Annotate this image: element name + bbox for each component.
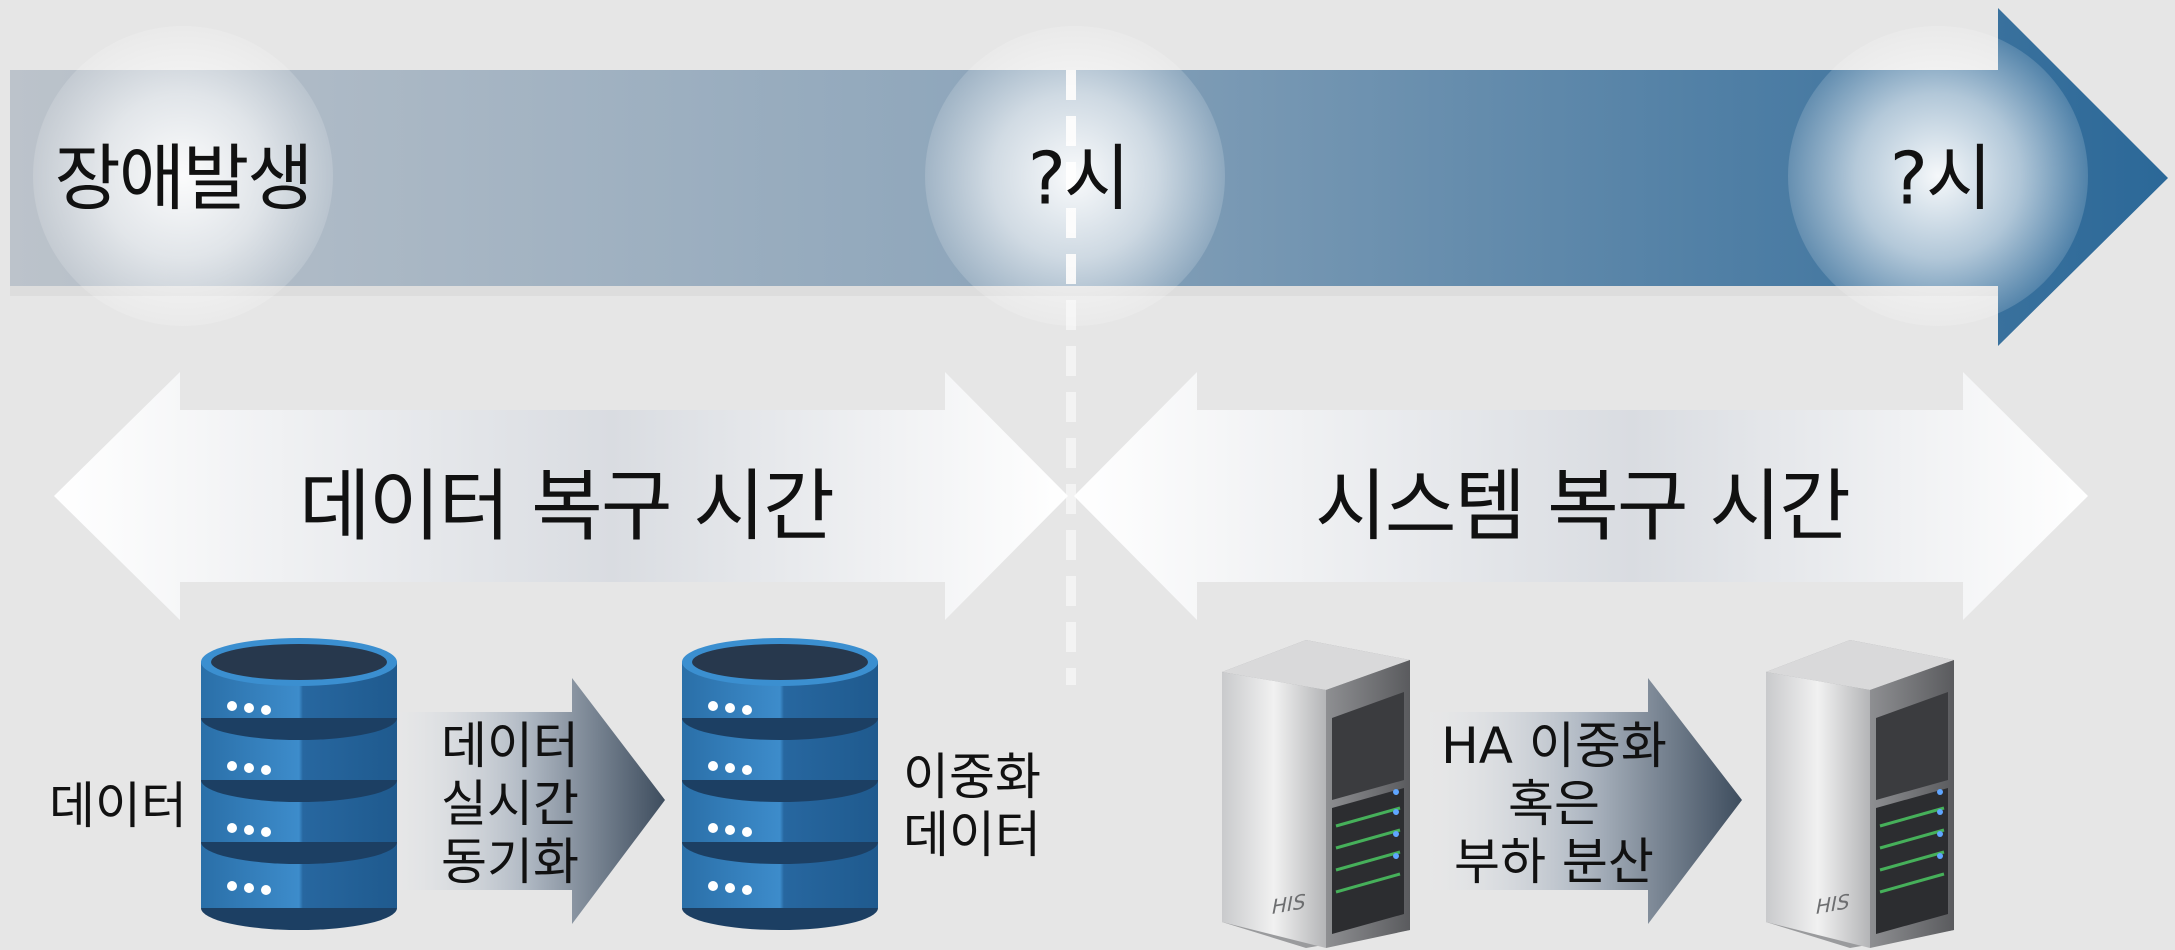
ha-label-line: 부하 분산 — [1454, 833, 1654, 891]
sync-arrow — [392, 678, 665, 924]
source-data-label: 데이터 — [49, 777, 187, 835]
replica-database-icon — [682, 638, 878, 930]
start-marker-circle — [33, 26, 333, 326]
system-recovered-time-label: ?시 — [1889, 136, 1992, 221]
primary-server-icon — [1222, 640, 1410, 948]
sync-label-line: 동기화 — [441, 833, 579, 891]
database-icon — [201, 638, 397, 930]
end-marker-circle — [1788, 26, 2088, 326]
data-recovered-time-label: ?시 — [1027, 136, 1130, 221]
replica-label-line: 데이터 — [903, 806, 1041, 864]
ha-arrow — [1430, 678, 1742, 924]
ha-label: HA 이중화 혹은 부하 분산 — [1441, 717, 1667, 891]
backup-server-icon — [1766, 640, 1954, 948]
sync-label: 데이터 실시간 동기화 — [441, 717, 579, 891]
mid-marker-circle — [925, 26, 1225, 326]
data-recovery-arrow — [54, 372, 1068, 620]
replica-data-label: 이중화 데이터 — [903, 748, 1041, 864]
system-recovery-arrow — [1074, 372, 2088, 620]
ha-label-line: 혹은 — [1507, 775, 1600, 833]
ha-label-line: HA 이중화 — [1441, 717, 1667, 775]
sync-label-line: 실시간 — [441, 775, 579, 833]
replica-label-line: 이중화 — [903, 748, 1041, 806]
system-recovery-time-label: 시스템 복구 시간 — [1315, 462, 1851, 552]
sync-label-line: 데이터 — [441, 717, 579, 775]
failure-start-label: 장애발생 — [54, 136, 314, 221]
data-recovery-time-label: 데이터 복구 시간 — [299, 462, 835, 552]
